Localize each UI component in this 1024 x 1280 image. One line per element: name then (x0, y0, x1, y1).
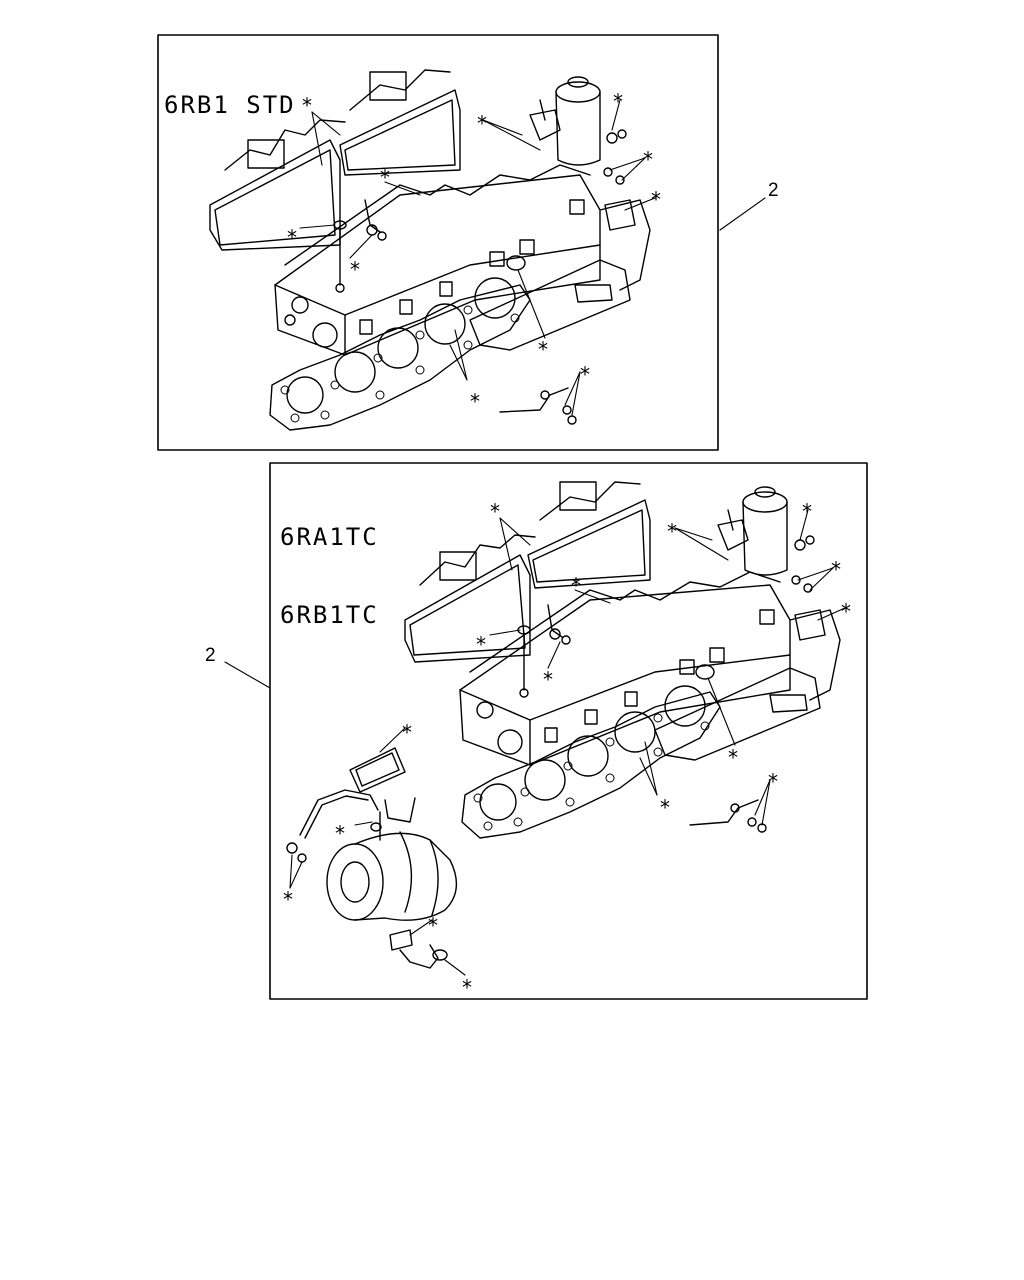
marker-asterisk: ⁎ (287, 219, 297, 243)
cylinder-head (274, 164, 601, 356)
panel-title-6ra1tc-6rb1tc: 6RA1TC 6RB1TC (280, 472, 379, 654)
marker-asterisk: ⁎ (283, 881, 293, 905)
panel-6ra1tc-6rb1tc: ⁎ ⁎ ⁎ ⁎ ⁎ ⁎ ⁎ ⁎ ⁎ ⁎ ⁎ ⁎ ⁎ ⁎ ⁎ ⁎ (224, 462, 868, 1000)
turbocharger (326, 811, 458, 921)
marker-asterisk: ⁎ (477, 105, 487, 129)
marker-asterisk: ⁎ (490, 493, 500, 517)
rocker-cover-gasket (209, 69, 461, 251)
panel-frame (269, 462, 868, 1000)
callout-number: 2 (205, 645, 216, 666)
head-gasket (461, 685, 721, 839)
marker-asterisk: ⁎ (802, 493, 812, 517)
marker-asterisk: ⁎ (380, 159, 390, 183)
exhaust-manifold (469, 199, 651, 351)
cylinder-head (459, 571, 791, 766)
marker-asterisk: ⁎ (543, 661, 553, 685)
leader-lines (224, 509, 846, 976)
marker-asterisk: ⁎ (462, 969, 472, 993)
turbo-oil-pipe (286, 789, 448, 969)
marker-asterisk: ⁎ (841, 593, 851, 617)
marker-asterisk: ⁎ (728, 739, 738, 763)
head-gasket (269, 277, 531, 431)
rocker-cover-gasket (404, 481, 651, 663)
marker-asterisk: ⁎ (428, 907, 438, 931)
oil-pipe (517, 535, 826, 833)
model-label: 6RB1 STD (164, 91, 296, 119)
oil-filter (529, 76, 601, 166)
marker-asterisks: ⁎ ⁎ ⁎ ⁎ ⁎ ⁎ ⁎ ⁎ ⁎ ⁎ ⁎ (287, 83, 661, 407)
marker-asterisk: ⁎ (831, 551, 841, 575)
model-label: 6RB1TC (280, 601, 379, 629)
model-label: 6RA1TC (280, 523, 379, 551)
marker-asterisk: ⁎ (538, 331, 548, 355)
marker-asterisks: ⁎ ⁎ ⁎ ⁎ ⁎ ⁎ ⁎ ⁎ ⁎ ⁎ ⁎ ⁎ ⁎ ⁎ ⁎ ⁎ (283, 493, 851, 993)
marker-asterisk: ⁎ (571, 567, 581, 591)
marker-asterisk: ⁎ (335, 815, 345, 839)
turbo-gasket (349, 747, 406, 793)
exhaust-manifold (654, 609, 841, 761)
callout-number: 2 (768, 180, 779, 201)
panel-title-6rb1-std: 6RB1 STD (164, 40, 296, 144)
marker-asterisk: ⁎ (470, 383, 480, 407)
marker-asterisk: ⁎ (476, 626, 486, 650)
marker-asterisk: ⁎ (643, 141, 653, 165)
marker-asterisk: ⁎ (660, 789, 670, 813)
panel-6rb1-std: ⁎ ⁎ ⁎ ⁎ ⁎ ⁎ ⁎ ⁎ ⁎ ⁎ ⁎ (157, 34, 766, 451)
marker-asterisk: ⁎ (768, 763, 778, 787)
leader-lines (299, 99, 766, 416)
marker-asterisk: ⁎ (580, 356, 590, 380)
marker-asterisk: ⁎ (651, 181, 661, 205)
panel-frame (157, 34, 719, 451)
marker-asterisk: ⁎ (350, 251, 360, 275)
marker-asterisk: ⁎ (402, 714, 412, 738)
marker-asterisk: ⁎ (613, 83, 623, 107)
marker-asterisk: ⁎ (302, 87, 312, 111)
marker-asterisk: ⁎ (667, 513, 677, 537)
oil-filter (717, 486, 788, 576)
